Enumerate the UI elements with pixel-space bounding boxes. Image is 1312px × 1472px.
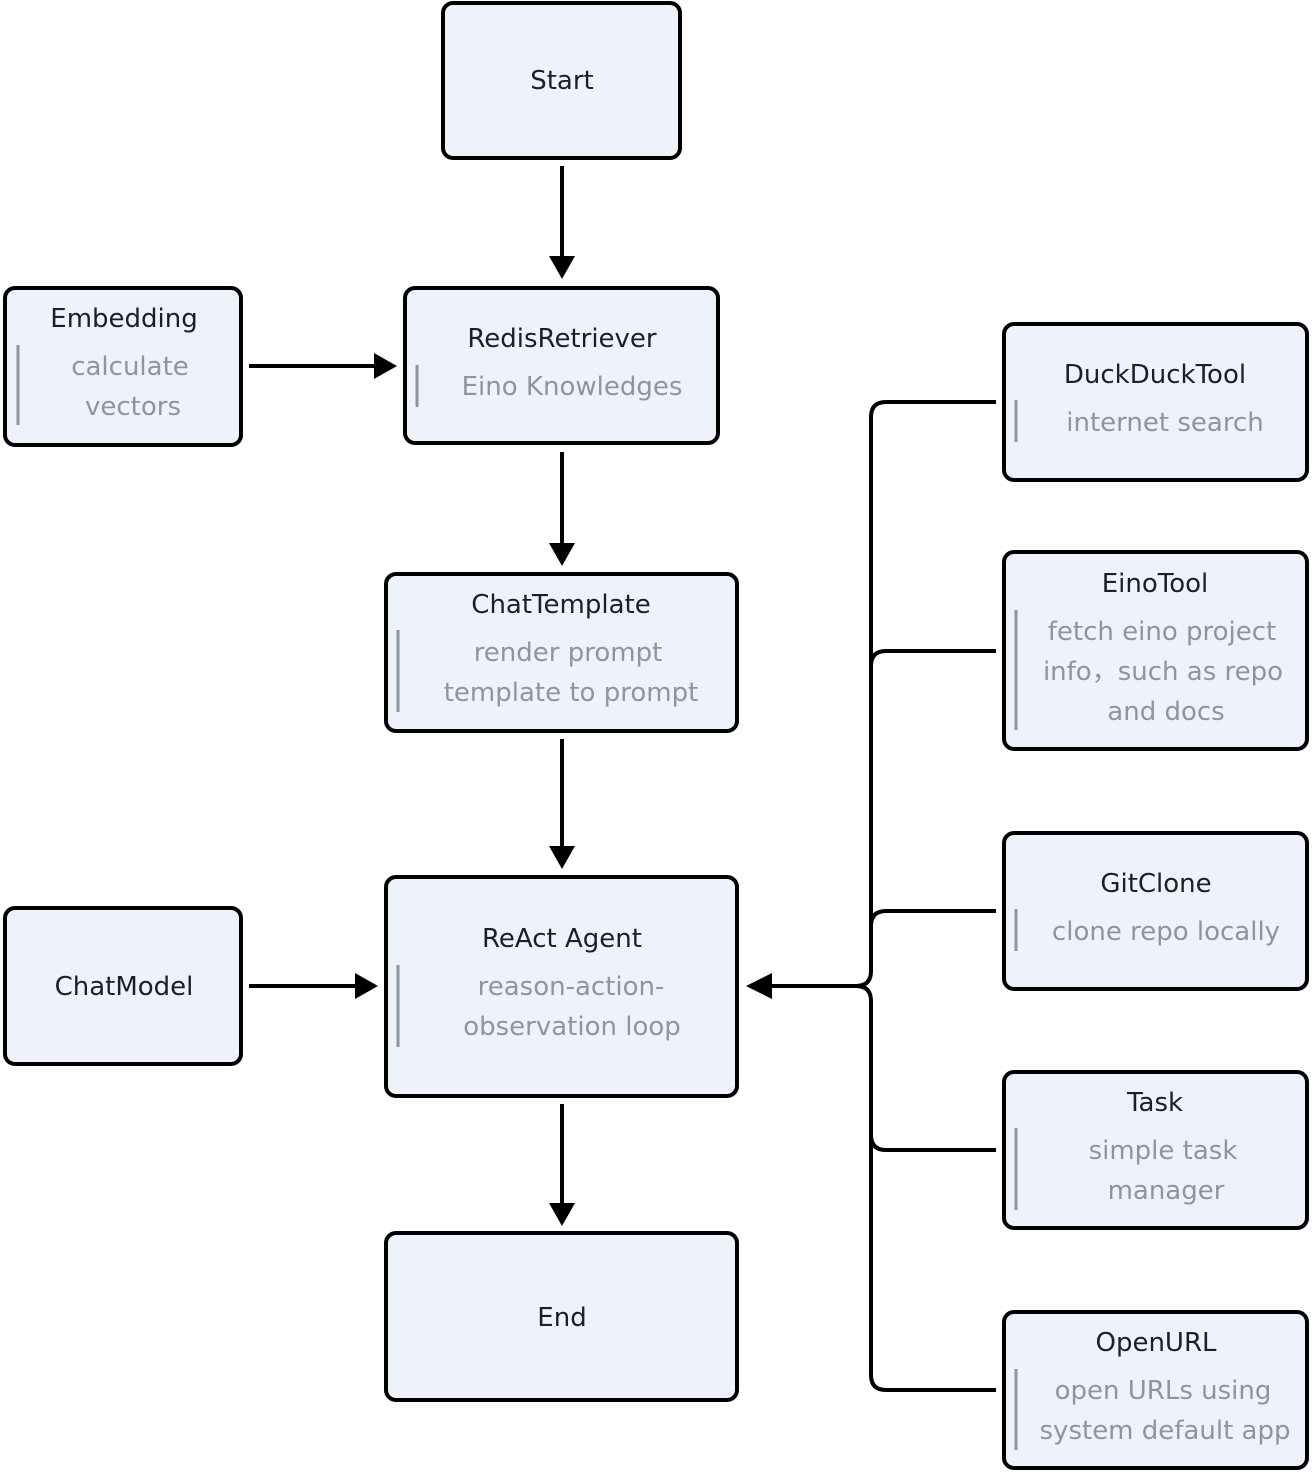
node-openurl-title: OpenURL [1095,1328,1217,1358]
node-chattemplate-desc-line-1: render prompt [474,638,663,668]
node-duckducktool-box [1002,322,1309,482]
node-reactagent-title: ReAct Agent [482,924,642,954]
node-start-box [441,1,682,160]
node-reactagent-box [384,875,739,1098]
node-einotool-desc-line-3: and docs [1107,697,1224,727]
edges [249,166,996,1392]
arrowhead-chattemplate-to-reactagent [549,846,575,869]
edge-gitclone-branch [869,909,996,927]
node-redisretriever-title: RedisRetriever [467,324,657,354]
node-embedding-desc-line-2: vectors [85,392,181,422]
node-start-title: Start [530,66,594,96]
node-gitclone: GitClone clone repo locally [1002,831,1309,991]
node-redisretriever-box [403,286,720,445]
node-end: End [384,1231,739,1402]
node-einotool-desc-line-1: fetch eino project [1048,617,1277,647]
node-einotool-title: EinoTool [1102,569,1209,599]
node-reactagent-desc-line-1: reason-action- [478,972,665,1002]
arrowhead-redisretriever-to-chattemplate [549,543,575,566]
arrowhead-tools-to-reactagent [746,973,772,999]
node-openurl-desc-line-1: open URLs using [1055,1376,1272,1406]
node-chattemplate-box [384,572,739,733]
node-gitclone-desc-line-1: clone repo locally [1052,917,1280,947]
node-duckducktool: DuckDuckTool internet search [1002,322,1309,482]
node-task-box [1002,1070,1309,1230]
node-openurl: OpenURL open URLs using system default a… [1002,1310,1309,1470]
node-einotool-box [1002,550,1309,751]
edge-tool-lower-bracket [855,984,996,1392]
node-openurl-desc-line-2: system default app [1040,1416,1291,1446]
node-chattemplate-title: ChatTemplate [471,590,650,620]
edge-tool-upper-bracket [855,400,996,988]
node-task: Task simple task manager [1002,1070,1309,1230]
node-embedding-desc-line-1: calculate [71,352,189,382]
node-task-desc-line-2: manager [1108,1176,1225,1206]
node-chatmodel-title: ChatModel [55,972,194,1002]
node-gitclone-box [1002,831,1309,991]
node-embedding: Embedding calculate vectors [3,286,243,447]
node-openurl-box [1002,1310,1309,1470]
node-start: Start [441,1,682,160]
node-duckducktool-desc-line-1: internet search [1066,408,1263,438]
node-duckducktool-title: DuckDuckTool [1064,360,1246,390]
node-reactagent: ReAct Agent reason-action- observation l… [384,875,739,1098]
edge-einotool-branch [869,649,996,667]
node-chattemplate-desc-line-2: template to prompt [444,678,699,708]
arrowhead-chatmodel-to-reactagent [355,973,378,999]
edge-task-branch [869,1134,996,1152]
arrowhead-embedding-to-redisretriever [374,353,397,379]
node-chatmodel: ChatModel [3,906,243,1066]
node-end-title: End [537,1303,586,1333]
node-einotool-desc-line-2: info，such as repo [1043,657,1283,687]
node-task-title: Task [1126,1088,1183,1118]
node-reactagent-desc-line-2: observation loop [463,1012,681,1042]
node-gitclone-title: GitClone [1100,869,1211,899]
node-einotool: EinoTool fetch eino project info，such as… [1002,550,1309,751]
arrowhead-reactagent-to-end [549,1203,575,1226]
node-chattemplate: ChatTemplate render prompt template to p… [384,572,739,733]
node-embedding-box [3,286,243,447]
node-chatmodel-box [3,906,243,1066]
arrowhead-start-to-redisretriever [549,256,575,279]
node-end-box [384,1231,739,1402]
node-redisretriever-desc-line-1: Eino Knowledges [462,372,683,402]
node-redisretriever: RedisRetriever Eino Knowledges [403,286,720,445]
node-embedding-title: Embedding [50,304,197,334]
node-task-desc-line-1: simple task [1089,1136,1238,1166]
